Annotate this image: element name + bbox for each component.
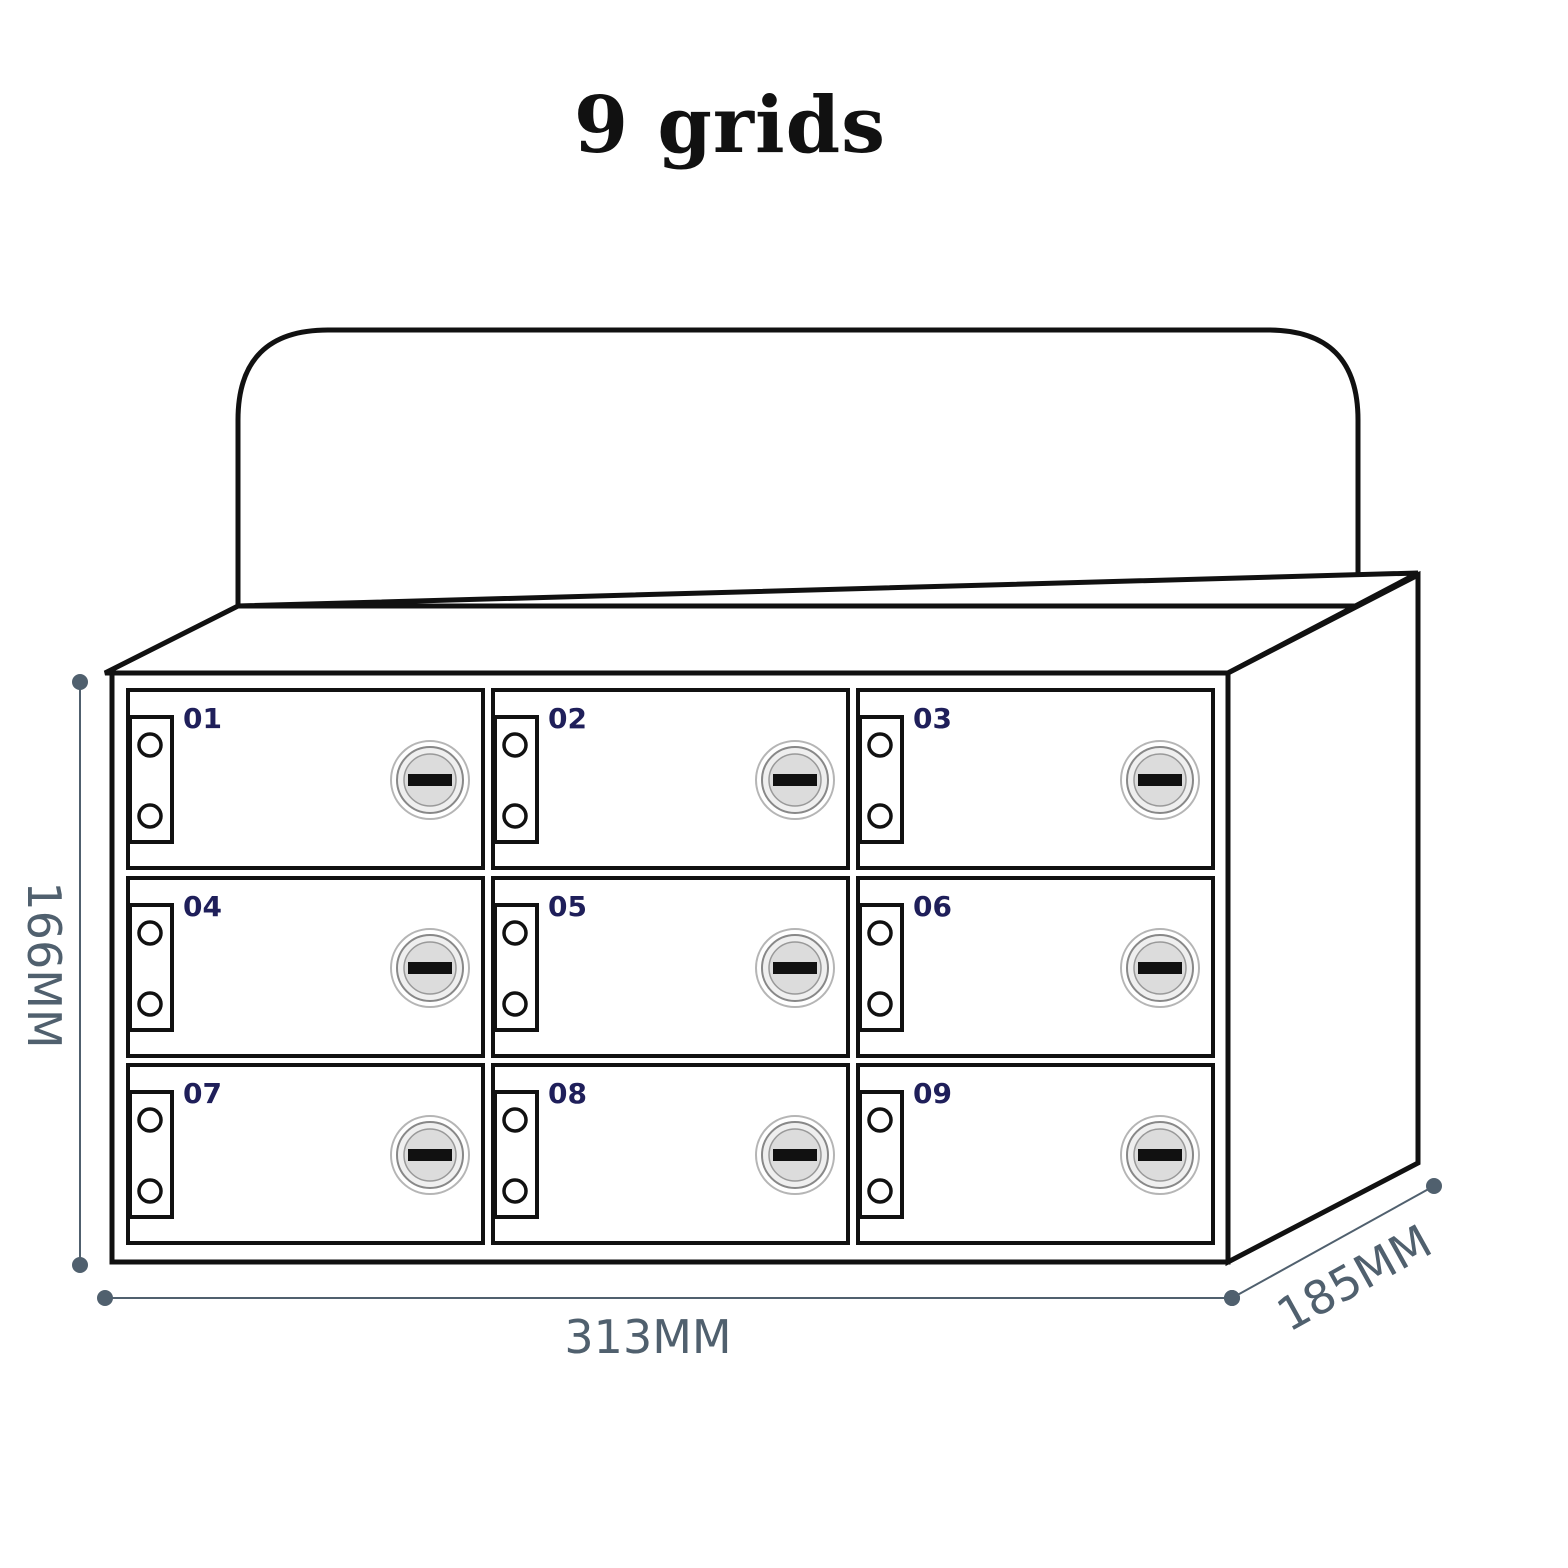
locker-door: 06 [856, 876, 1215, 1058]
hinge-screw [502, 1107, 528, 1133]
locker-number: 03 [913, 702, 952, 735]
hinge-screw [867, 991, 893, 1017]
hinge-screw [137, 991, 163, 1017]
locker-door: 07 [126, 1063, 485, 1245]
cabinet-side [1225, 570, 1421, 1267]
hinge-screw [867, 920, 893, 946]
width-label: 313MM [564, 1310, 731, 1364]
dimension-width: 313MM [97, 1290, 1240, 1364]
diagram-title: 9 grids [573, 80, 887, 171]
hinge-screw [867, 803, 893, 829]
dimension-height: 166MM [17, 674, 88, 1273]
key-slot [773, 774, 817, 786]
depth-label: 185MM [1268, 1214, 1440, 1342]
locker-door: 05 [491, 876, 850, 1058]
hinge-screw [502, 1178, 528, 1204]
hinge-screw [502, 732, 528, 758]
key-slot [408, 962, 452, 974]
locker-number: 08 [548, 1077, 587, 1110]
cabinet-top [103, 570, 1420, 676]
locker-doors: 01 02 03 04 05 06 07 08 09 [126, 688, 1215, 1245]
hinge-screw [867, 1178, 893, 1204]
key-slot [408, 774, 452, 786]
hinge-screw [137, 1107, 163, 1133]
hinge-screw [137, 920, 163, 946]
key-slot [1138, 774, 1182, 786]
hinge-screw [137, 1178, 163, 1204]
key-slot [1138, 1149, 1182, 1161]
hinge-screw [137, 803, 163, 829]
locker-door: 03 [856, 688, 1215, 870]
key-slot [408, 1149, 452, 1161]
locker-door: 01 [126, 688, 485, 870]
locker-door: 09 [856, 1063, 1215, 1245]
locker-number: 06 [913, 890, 952, 923]
locker-door: 02 [491, 688, 850, 870]
locker-door: 08 [491, 1063, 850, 1245]
locker-number: 02 [548, 702, 587, 735]
locker-number: 05 [548, 890, 587, 923]
hinge-screw [502, 991, 528, 1017]
locker-door: 04 [126, 876, 485, 1058]
hinge-screw [502, 803, 528, 829]
locker-number: 09 [913, 1077, 952, 1110]
back-panel [235, 327, 1361, 605]
hinge-screw [502, 920, 528, 946]
hinge-screw [867, 732, 893, 758]
locker-number: 07 [183, 1077, 222, 1110]
locker-number: 04 [183, 890, 222, 923]
locker-number: 01 [183, 702, 222, 735]
hinge-screw [867, 1107, 893, 1133]
hinge-screw [137, 732, 163, 758]
key-slot [773, 1149, 817, 1161]
key-slot [773, 962, 817, 974]
key-slot [1138, 962, 1182, 974]
height-label: 166MM [17, 881, 71, 1048]
